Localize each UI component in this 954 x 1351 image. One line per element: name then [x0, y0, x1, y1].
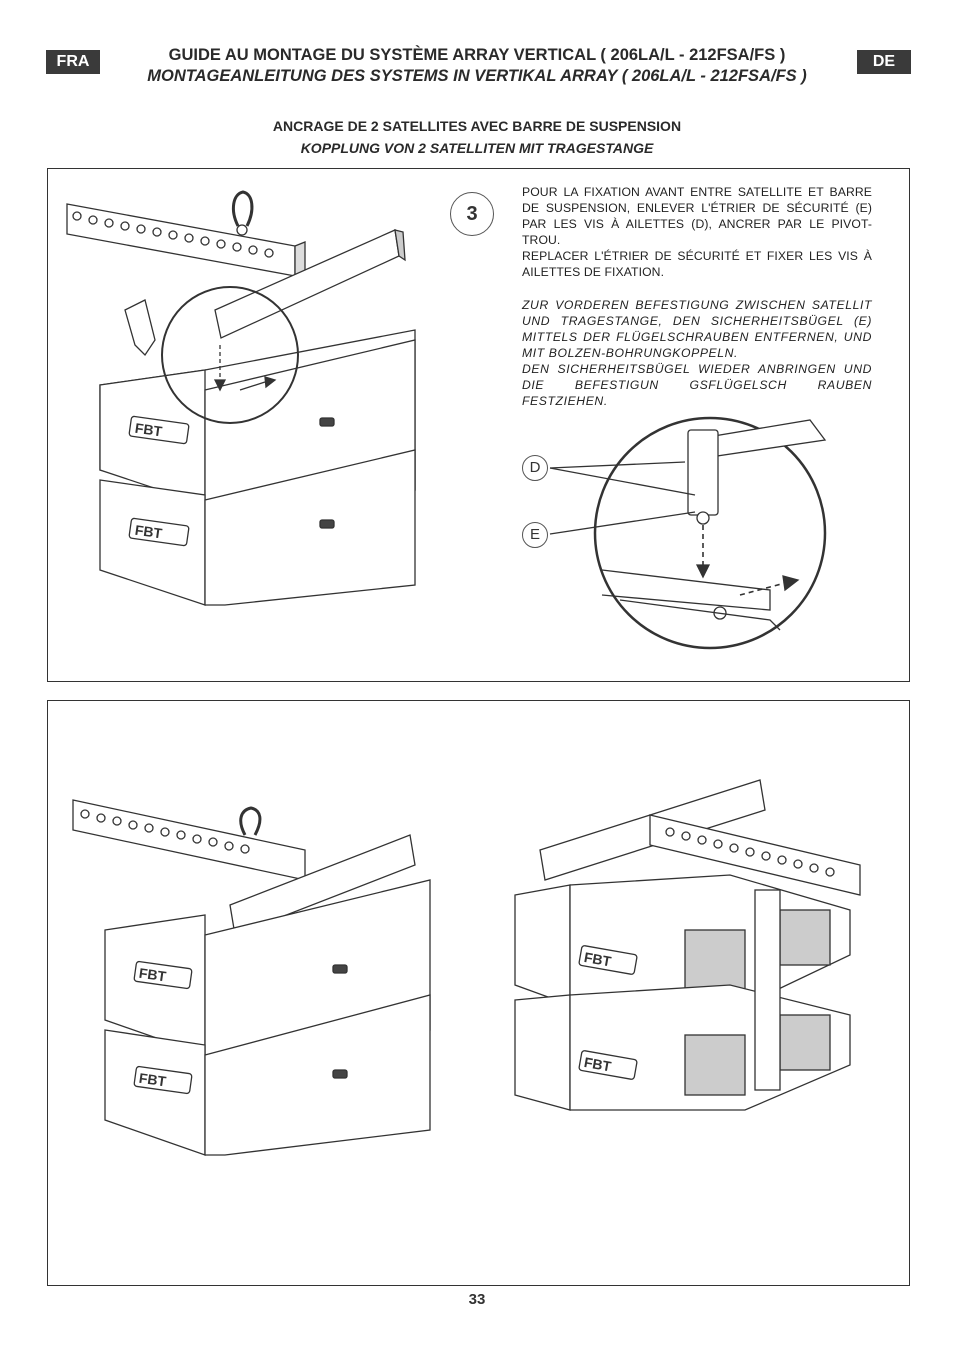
language-badge-fr: FRA: [46, 50, 100, 74]
callout-label-d: D: [522, 455, 548, 481]
result-illustration-front: FBT FBT: [72, 799, 431, 1156]
callout-label-e: E: [522, 522, 548, 548]
step-number-badge: 3: [450, 192, 494, 236]
page-title-de: MONTAGEANLEITUNG DES SYSTEMS IN VERTIKAL…: [147, 67, 807, 85]
section-subtitle-fr: ANCRAGE DE 2 SATELLITES AVEC BARRE DE SU…: [272, 118, 682, 134]
brand-logo-4: FBT: [138, 1070, 168, 1090]
page-title-fr: GUIDE AU MONTAGE DU SYSTÈME ARRAY VERTIC…: [168, 46, 786, 64]
instructions-fr-paragraph-1: POUR LA FIXATION AVANT ENTRE SATELLITE E…: [522, 185, 872, 247]
instructions-de-paragraph-2: DEN SICHERHEITSBÜGEL WIEDER ANBRINGEN UN…: [522, 362, 872, 408]
result-illustration-rear: FBT FBT: [514, 779, 861, 1111]
detail-zoom-illustration: [549, 416, 827, 650]
instructions-de-paragraph-1: ZUR VORDEREN BEFESTIGUNG ZWISCHEN SATELL…: [522, 298, 872, 360]
brand-logo-6: FBT: [583, 1054, 613, 1075]
instructions-fr: POUR LA FIXATION AVANT ENTRE SATELLITE E…: [522, 184, 872, 280]
instructions-fr-paragraph-2: REPLACER L'ÉTRIER DE SÉCURITÉ ET FIXER L…: [522, 249, 872, 279]
section-subtitle-de: KOPPLUNG VON 2 SATELLITEN MIT TRAGESTANG…: [300, 140, 654, 156]
brand-logo-2: FBT: [134, 522, 164, 542]
brand-logo-5: FBT: [583, 949, 613, 970]
brand-logo: FBT: [134, 420, 164, 440]
brand-logo-3: FBT: [138, 965, 168, 985]
instructions-de: ZUR VORDEREN BEFESTIGUNG ZWISCHEN SATELL…: [522, 297, 872, 409]
assembly-illustration-top: FBT FBT: [66, 190, 416, 606]
page-number: 33: [468, 1291, 486, 1308]
result-panel: [47, 700, 910, 1286]
step-3-panel: [47, 168, 910, 682]
language-badge-de: DE: [857, 50, 911, 74]
